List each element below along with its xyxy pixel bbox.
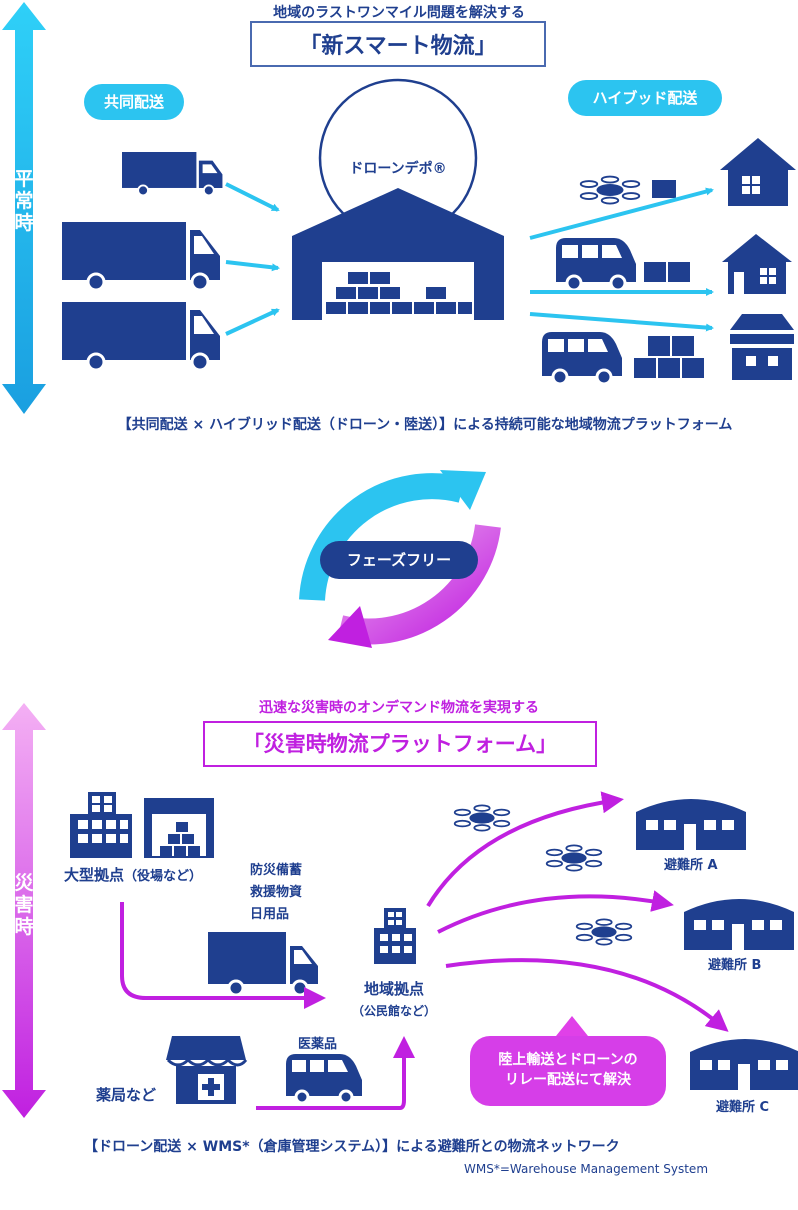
large-base-label: 大型拠点（役場など） [64, 864, 202, 885]
shelter-a-icon [636, 799, 746, 850]
supply-item: 防災備蓄 [250, 863, 303, 878]
package-icon [652, 180, 676, 198]
bottom-caption: 【ドローン配送 × WMS*（倉庫管理システム）】による避難所との物流ネットワー… [84, 1139, 620, 1155]
van-icon-2 [540, 330, 624, 386]
medicine-van-icon [286, 1054, 362, 1105]
regional-base-label: 地域拠点 [363, 980, 424, 998]
regional-base-building-icon [374, 908, 416, 964]
shelter-a-label: 避難所 A [664, 858, 718, 873]
disaster-time-side-arrow [2, 703, 46, 1118]
arrow-to-shelter-a [426, 791, 624, 908]
phase-free-cycle-icon [299, 470, 501, 648]
arrow-truck1-to-depot [225, 182, 280, 212]
top-title-box [250, 21, 546, 67]
drone-depot-icon [292, 78, 504, 320]
large-truck-1-icon [62, 222, 220, 292]
regional-base-note: （公民館など） [351, 1004, 436, 1018]
phase-free-pill: フェーズフリー [320, 541, 478, 579]
small-truck-icon [121, 151, 224, 197]
bottom-title-box [203, 721, 597, 767]
shelter-c-icon [690, 1039, 798, 1090]
disaster-truck-icon [208, 932, 318, 997]
bottom-title: 「災害時物流プラットフォーム」 [242, 732, 558, 756]
van-icon-1 [554, 236, 638, 292]
large-base-note: （役場など） [124, 869, 203, 884]
disaster-time-label: 災害時 [14, 872, 34, 938]
arrow-depot-to-house1 [529, 187, 714, 240]
drone-depot-label: ドローンデポ® [349, 161, 447, 177]
shelter-b-icon [684, 899, 794, 950]
arrow-truck2-to-depot [225, 260, 280, 272]
top-subtitle: 地域のラストワンマイル問題を解決する [273, 5, 525, 21]
arrow-pharmacy-to-regional-base [256, 1036, 415, 1110]
house-icon-2 [722, 234, 792, 294]
large-base-building-icon [70, 792, 132, 858]
arrow-truck3-to-depot [225, 308, 280, 336]
relay-callout-text: 陸上輸送とドローンの リレー配送にて解決 [470, 1050, 666, 1090]
pharmacy-label: 薬局など [96, 1086, 157, 1104]
house-icon-1 [720, 138, 796, 206]
bottom-subtitle: 迅速な災害時のオンデマンド物流を実現する [259, 700, 539, 716]
large-truck-2-icon [62, 302, 220, 372]
medicine-label: 医薬品 [298, 1037, 338, 1052]
pharmacy-icon [166, 1036, 248, 1104]
drone-icon-shelter-b [545, 844, 603, 872]
hybrid-delivery-pill: ハイブッド配送 [568, 80, 722, 116]
drone-icon-shelter-a [453, 804, 511, 832]
top-title: 「新スマート物流」 [299, 34, 497, 59]
relay-callout-bubble [470, 1016, 666, 1106]
supply-item: 日用品 [250, 907, 290, 922]
shelter-c-label: 避難所 C [716, 1100, 770, 1115]
top-caption: 【共同配送 × ハイブリッド配送（ドローン・陸送）】による持続可能な地域物流プラ… [117, 417, 733, 433]
arrow-to-shelter-b [437, 890, 674, 934]
arrow-depot-to-house3 [529, 312, 714, 332]
arrow-to-shelter-c [445, 958, 729, 1032]
drone-icon-shelter-c [575, 918, 633, 946]
wms-footnote: WMS*=Warehouse Management System [464, 1162, 709, 1176]
callout-line: 陸上輸送とドローンの [498, 1052, 638, 1068]
callout-line: リレー配送にて解決 [505, 1072, 631, 1088]
shelter-b-label: 避難所 B [708, 958, 762, 973]
joint-delivery-pill: 共同配送 [84, 84, 184, 120]
supply-item: 救援物資 [250, 885, 303, 900]
arrow-large-base-to-regional-base [120, 902, 326, 1009]
drone-icon-top [579, 175, 641, 205]
warehouse-icon [144, 798, 214, 858]
normal-time-label: 平常時 [14, 168, 34, 234]
normal-time-side-arrow [2, 2, 46, 414]
supplies-list: 防災備蓄 救援物資 日用品 [250, 860, 302, 926]
large-base-text: 大型拠点 [64, 866, 125, 884]
house-icon-3 [730, 314, 794, 380]
